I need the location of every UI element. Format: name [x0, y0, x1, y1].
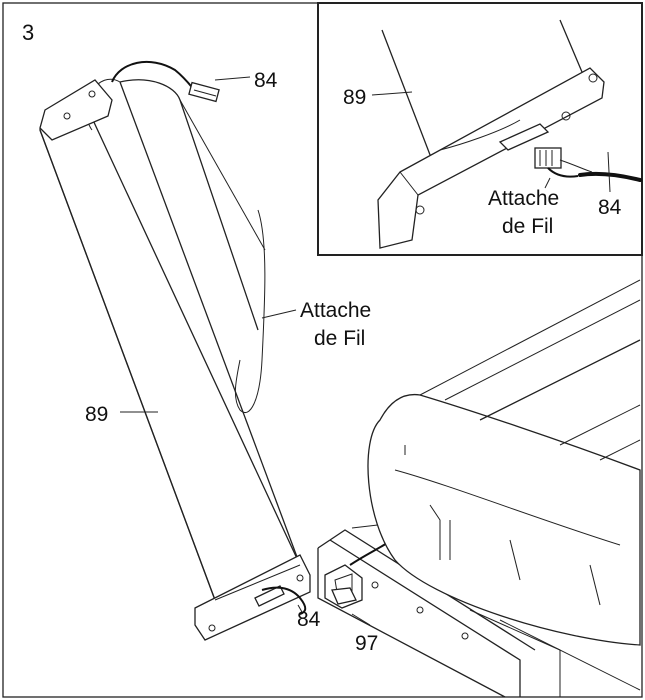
- leader-inset-84: [607, 151, 611, 193]
- leader-inset-89: [371, 91, 413, 96]
- label-97: 97: [355, 632, 378, 655]
- leader-wire-tie: [261, 309, 297, 319]
- inset-detail: [317, 2, 643, 256]
- leader-inset-wire-tie: [544, 177, 551, 189]
- label-inset-wire-tie-line2: de Fil: [502, 215, 553, 238]
- leader-84-bottom: [297, 604, 303, 613]
- label-89: 89: [85, 403, 108, 426]
- label-inset-wire-tie-line1: Attache: [488, 187, 559, 210]
- label-84-top: 84: [254, 69, 278, 92]
- leader-97: [351, 613, 371, 626]
- label-inset-89: 89: [343, 86, 366, 109]
- label-84-bottom: 84: [297, 608, 321, 631]
- leader-84-top: [214, 76, 251, 81]
- cable-84-top: [111, 60, 220, 103]
- label-wire-tie-line2: de Fil: [314, 327, 365, 350]
- label-wire-tie-line1: Attache: [300, 299, 371, 322]
- step-number: 3: [22, 20, 34, 45]
- upright-tube: [39, 78, 311, 641]
- cable-84-bottom: [261, 586, 307, 615]
- treadmill-base: [317, 279, 641, 698]
- label-inset-84: 84: [598, 196, 622, 219]
